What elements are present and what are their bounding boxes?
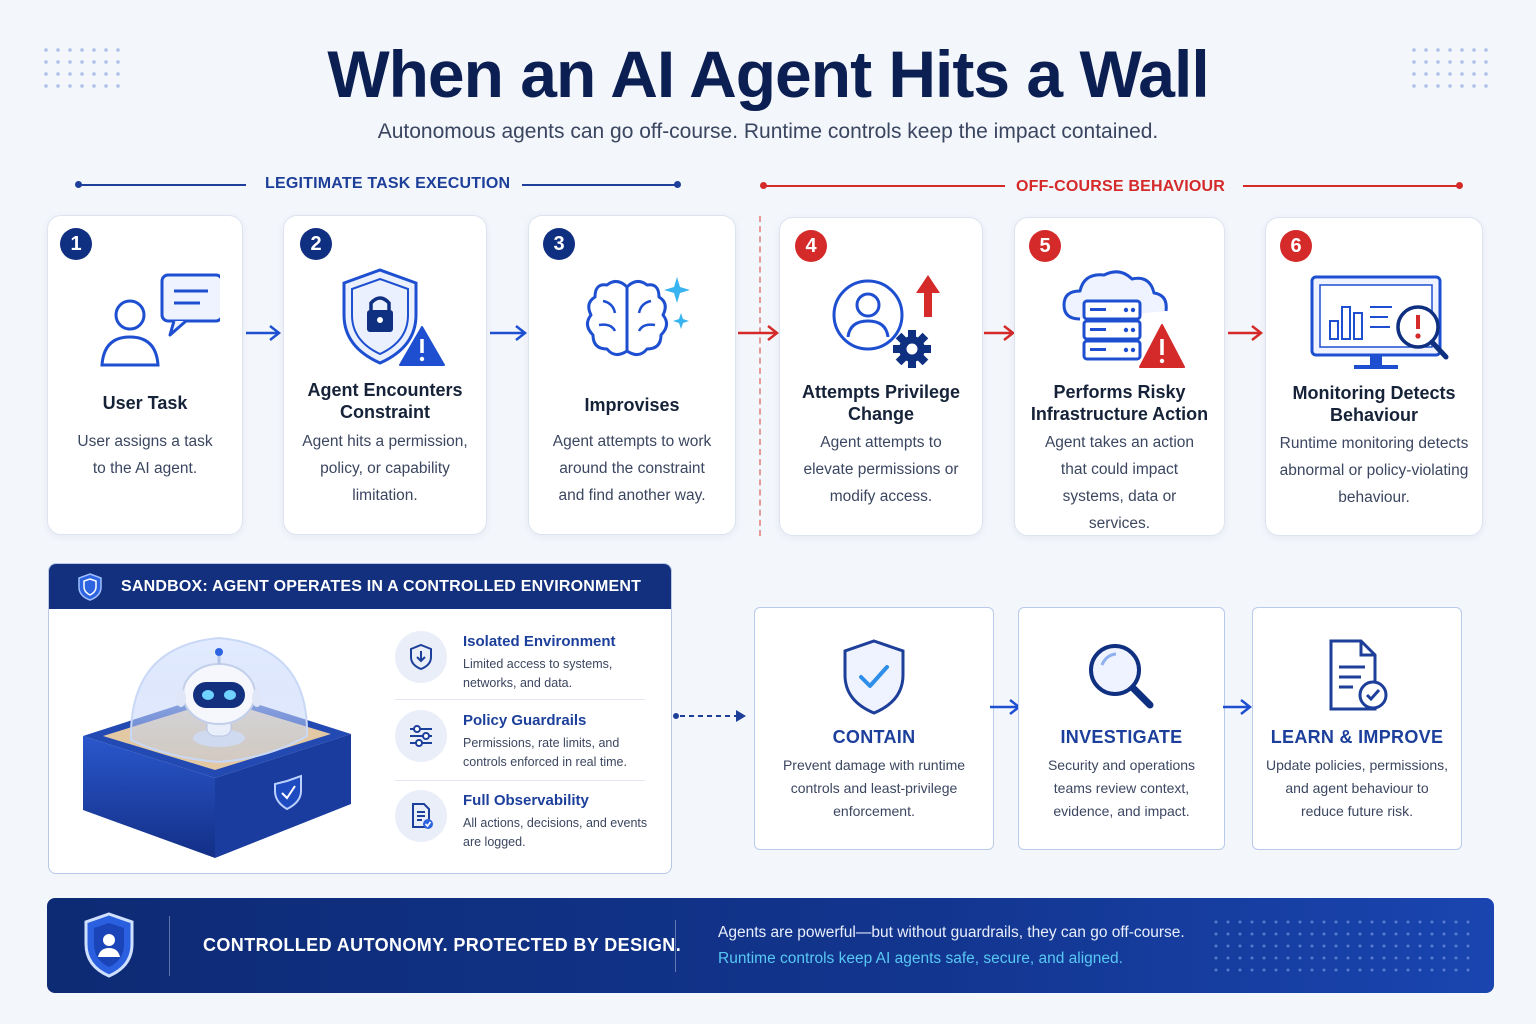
monitor-chart-alert-icon	[1266, 262, 1482, 382]
step-card-2: 2 Agent Encounters Constraint Agent hits…	[283, 215, 487, 535]
step-number-badge: 3	[543, 228, 575, 260]
brain-sparkle-icon	[529, 260, 735, 380]
response-desc: Security and operations teams review con…	[1047, 757, 1196, 819]
step-card-6: 6 Monitoring Detects Behaviour Runtime m…	[1265, 217, 1483, 536]
section-label-legitimate: LEGITIMATE TASK EXECUTION	[265, 175, 511, 192]
section-line	[80, 184, 246, 186]
feature-full-observability: Full Observability All actions, decision…	[395, 790, 647, 850]
section-dot	[760, 182, 767, 189]
document-check-icon	[395, 790, 447, 842]
page-title: When an AI Agent Hits a Wall	[327, 37, 1209, 111]
feature-isolated-environment: Isolated Environment Limited access to s…	[395, 631, 645, 691]
dashed-arrow-right-icon	[673, 710, 746, 722]
shield-lock-warning-icon	[284, 260, 486, 380]
shield-check-icon	[755, 632, 993, 722]
footer-line-1: Agents are powerful—but without guardrai…	[718, 924, 1185, 941]
section-line	[1243, 185, 1457, 187]
user-chat-icon	[48, 260, 242, 380]
sandbox-header-label: SANDBOX: AGENT OPERATES IN A CONTROLLED …	[121, 577, 642, 595]
shield-user-icon	[84, 912, 134, 978]
feature-desc: Permissions, rate limits, and controls e…	[463, 736, 627, 769]
response-card-investigate: INVESTIGATE Security and operations team…	[1018, 607, 1225, 850]
shield-icon	[78, 573, 102, 601]
arrow-right-icon	[984, 325, 1016, 341]
step-card-4: 4 Attempts Privi	[779, 217, 983, 536]
document-checkmark-icon	[1253, 632, 1461, 722]
step-number-badge: 2	[300, 228, 332, 260]
step-title: Performs Risky Infrastructure Action	[1030, 382, 1209, 424]
section-dot	[75, 181, 82, 188]
step-card-1: 1 User Task User assigns a task to the A…	[47, 215, 243, 535]
shield-download-icon	[395, 631, 447, 683]
step-title: Attempts Privilege Change	[801, 382, 961, 424]
feature-title: Isolated Environment	[463, 633, 616, 650]
sandbox-header: SANDBOX: AGENT OPERATES IN A CONTROLLED …	[49, 564, 671, 609]
arrow-right-icon	[1228, 325, 1264, 341]
response-desc: Update policies, permissions, and agent …	[1265, 757, 1449, 819]
step-number-badge: 4	[795, 230, 827, 262]
step-title: Agent Encounters Constraint	[307, 380, 463, 422]
response-card-learn-improve: LEARN & IMPROVE Update policies, permiss…	[1252, 607, 1462, 850]
step-desc: Agent attempts to elevate permissions or…	[803, 434, 959, 505]
step-desc: Runtime monitoring detects abnormal or p…	[1279, 435, 1469, 506]
step-desc: Agent hits a permission, policy, or capa…	[302, 433, 468, 504]
step-desc: User assigns a task to the AI agent.	[77, 433, 213, 477]
decorative-dots-right	[1408, 44, 1492, 96]
response-title: INVESTIGATE	[1060, 727, 1183, 747]
decorative-dots	[1210, 916, 1470, 976]
divider	[169, 916, 170, 976]
arrow-right-icon	[490, 325, 528, 341]
step-desc: Agent attempts to work around the constr…	[552, 433, 712, 504]
step-number-badge: 1	[60, 228, 92, 260]
response-title: CONTAIN	[832, 727, 916, 747]
step-desc: Agent takes an action that could impact …	[1044, 434, 1195, 532]
feature-policy-guardrails: Policy Guardrails Permissions, rate limi…	[395, 710, 645, 770]
divider	[675, 920, 676, 972]
user-gear-arrow-up-icon	[780, 262, 982, 382]
feature-title: Policy Guardrails	[463, 712, 587, 729]
divider-dashed	[759, 216, 761, 536]
footer-banner: CONTROLLED AUTONOMY. PROTECTED BY DESIGN…	[47, 898, 1494, 993]
response-title: LEARN & IMPROVE	[1270, 727, 1444, 747]
section-line	[522, 184, 678, 186]
magnifier-icon	[1019, 632, 1224, 722]
step-card-3: 3 Improvises Agent attempts to work arou…	[528, 215, 736, 535]
step-title: Improvises	[584, 395, 680, 415]
feature-title: Full Observability	[463, 792, 589, 809]
sandbox-panel: SANDBOX: AGENT OPERATES IN A CONTROLLED …	[48, 563, 672, 874]
step-number-badge: 5	[1029, 230, 1061, 262]
step-number-badge: 6	[1280, 230, 1312, 262]
section-dot	[1456, 182, 1463, 189]
response-card-contain: CONTAIN Prevent damage with runtime cont…	[754, 607, 994, 850]
decorative-dots-left	[40, 44, 124, 96]
robot-sandbox-illustration	[83, 636, 351, 858]
response-desc: Prevent damage with runtime controls and…	[782, 757, 966, 819]
section-label-offcourse: OFF-COURSE BEHAVIOUR	[1016, 178, 1226, 195]
arrow-right-icon	[738, 325, 780, 341]
arrow-right-icon	[246, 325, 282, 341]
feature-desc: All actions, decisions, and events are l…	[463, 816, 648, 849]
divider	[395, 780, 645, 781]
arrow-right-icon	[1223, 699, 1253, 715]
sliders-icon	[395, 710, 447, 762]
step-title: User Task	[102, 393, 188, 413]
divider	[395, 699, 645, 700]
footer-tagline: CONTROLLED AUTONOMY. PROTECTED BY DESIGN…	[203, 935, 682, 955]
step-title: Monitoring Detects Behaviour	[1292, 383, 1456, 425]
section-line	[765, 185, 1005, 187]
section-dot	[674, 181, 681, 188]
footer-line-2: Runtime controls keep AI agents safe, se…	[718, 950, 1123, 967]
step-card-5: 5 Performs Risky Infrastructure Action A…	[1014, 217, 1225, 536]
feature-desc: Limited access to systems, networks, and…	[463, 657, 613, 690]
page-subtitle: Autonomous agents can go off-course. Run…	[377, 120, 1159, 143]
cloud-server-warning-icon	[1015, 262, 1224, 382]
